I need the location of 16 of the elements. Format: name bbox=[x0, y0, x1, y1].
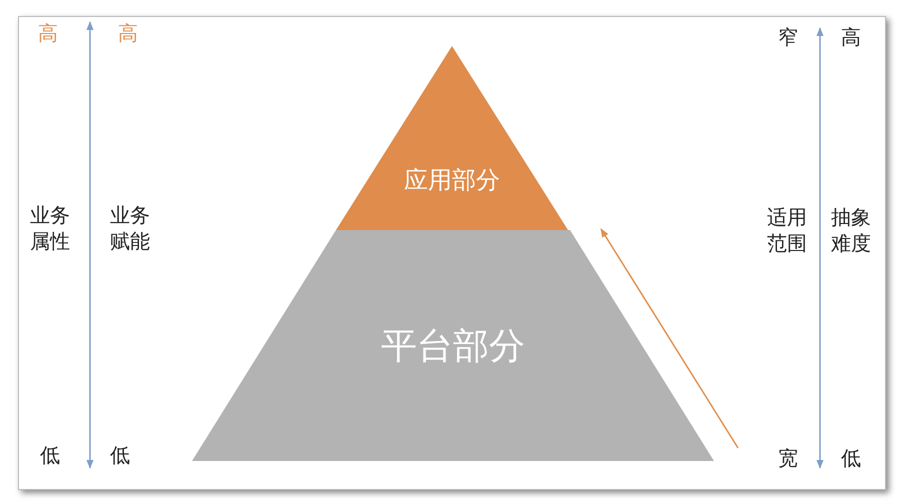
scale-label: 低 bbox=[840, 445, 862, 471]
scale-label: 高 bbox=[840, 24, 862, 50]
section-label: 应用部分 bbox=[403, 165, 501, 196]
scale-label: 高 bbox=[117, 20, 139, 46]
scale-label: 宽 bbox=[777, 445, 799, 471]
section-label: 平台部分 bbox=[380, 325, 526, 369]
axis-title: 业务赋能 bbox=[109, 202, 151, 254]
pyramid-top bbox=[336, 46, 568, 230]
axis-title: 适用范围 bbox=[766, 204, 808, 256]
pyramid-base bbox=[192, 230, 714, 461]
axis-title: 抽象难度 bbox=[830, 204, 872, 256]
axis-title: 业务属性 bbox=[29, 202, 71, 254]
scale-label: 低 bbox=[39, 442, 61, 468]
scale-label: 窄 bbox=[777, 24, 799, 50]
scale-label: 高 bbox=[37, 20, 59, 46]
scale-label: 低 bbox=[109, 442, 131, 468]
